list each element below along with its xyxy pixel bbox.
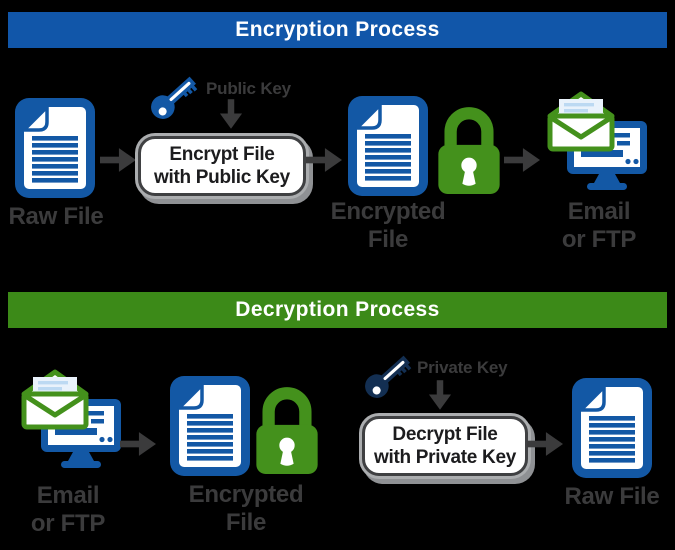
decryption-header-bar: Decryption Process bbox=[8, 292, 667, 328]
document-icon bbox=[15, 98, 95, 198]
decryption-title: Decryption Process bbox=[235, 298, 440, 321]
arrow-right-icon bbox=[527, 430, 563, 458]
encrypt-action-box: Encrypt File with Public Key bbox=[138, 136, 306, 196]
arrow-right-icon bbox=[504, 146, 540, 174]
encrypted-file-label: Encrypted File bbox=[330, 198, 446, 253]
public-key-icon bbox=[148, 62, 204, 126]
arrow-right-icon bbox=[100, 146, 136, 174]
envelope-icon bbox=[16, 366, 94, 432]
raw-file-label: Raw File bbox=[564, 483, 660, 510]
public-key-label: Public Key bbox=[206, 79, 291, 98]
arrow-down-icon bbox=[219, 99, 243, 129]
email-or-ftp-label: Email or FTP bbox=[30, 482, 106, 537]
padlock-icon bbox=[437, 102, 501, 196]
document-icon bbox=[348, 96, 428, 196]
arrow-down-icon bbox=[428, 380, 452, 410]
encryption-header-bar: Encryption Process bbox=[8, 12, 667, 48]
document-icon bbox=[572, 378, 652, 478]
private-key-label: Private Key bbox=[417, 358, 508, 377]
document-icon bbox=[170, 376, 250, 476]
email-or-ftp-label: Email or FTP bbox=[561, 198, 637, 253]
encrypted-file-label: Encrypted File bbox=[188, 481, 304, 536]
arrow-right-icon bbox=[306, 146, 342, 174]
private-key-icon bbox=[362, 341, 418, 405]
decrypt-action-box: Decrypt File with Private Key bbox=[362, 416, 528, 476]
padlock-icon bbox=[255, 382, 319, 476]
envelope-icon bbox=[542, 88, 620, 154]
arrow-right-icon bbox=[120, 430, 156, 458]
encryption-title: Encryption Process bbox=[235, 18, 440, 41]
raw-file-label: Raw File bbox=[8, 203, 104, 230]
